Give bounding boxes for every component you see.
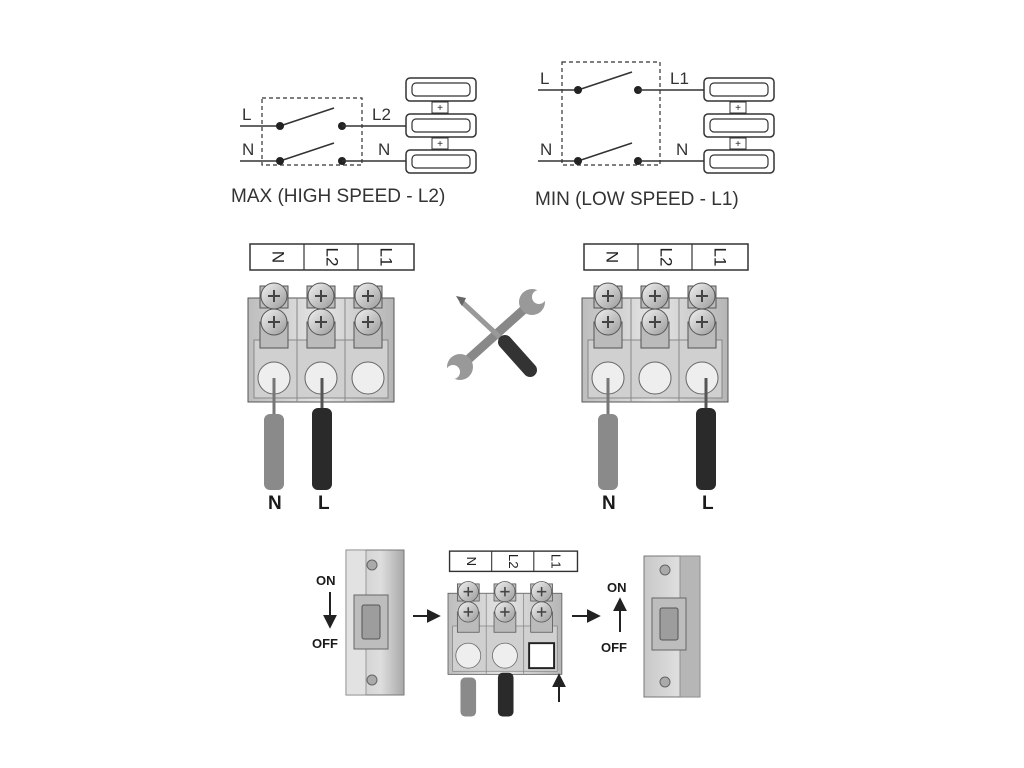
switch-contact bbox=[279, 107, 335, 127]
switch-pivot bbox=[276, 157, 284, 165]
terminal-block-icon: N L2 L1 bbox=[447, 550, 579, 717]
onoff-on: ON bbox=[607, 580, 627, 595]
wire-live bbox=[497, 672, 514, 717]
strip-label-n: N bbox=[269, 251, 288, 263]
plus-sign: + bbox=[437, 103, 443, 114]
switch-box bbox=[561, 61, 661, 166]
wire-label-n: N bbox=[602, 493, 616, 514]
terminal-stack: + + bbox=[405, 77, 477, 174]
wire-label-l: L bbox=[702, 493, 714, 514]
wire-neutral bbox=[264, 414, 284, 490]
strip-label-l2: L2 bbox=[506, 554, 521, 569]
label-n-out: N bbox=[676, 140, 688, 159]
wire-neutral bbox=[460, 677, 477, 717]
label-n: N bbox=[242, 140, 254, 159]
strip-label-n: N bbox=[603, 251, 622, 263]
label-n: N bbox=[540, 140, 552, 159]
label-l: L bbox=[540, 69, 549, 88]
switch-pivot bbox=[276, 122, 284, 130]
label-l1: L1 bbox=[670, 69, 689, 88]
tools-icon bbox=[446, 289, 546, 380]
strip-label-l2: L2 bbox=[323, 248, 342, 267]
circuit-breaker-icon bbox=[345, 549, 405, 696]
caption-max: MAX (HIGH SPEED - L2) bbox=[231, 186, 445, 207]
scheme-min: + + L N L1 N MIN (LOW SPEED - L1) bbox=[535, 61, 775, 210]
terminal-stack: + + bbox=[703, 77, 775, 174]
wire-live bbox=[312, 408, 332, 490]
scheme-max: + + L N L2 N MAX (HIGH SPEED - L2) bbox=[231, 77, 477, 207]
strip-label-n: N bbox=[464, 556, 479, 566]
label-l2: L2 bbox=[372, 105, 391, 124]
label-l: L bbox=[242, 105, 251, 124]
wire-neutral bbox=[598, 414, 618, 490]
strip-label-l1: L1 bbox=[377, 248, 396, 267]
wire-label-l: L bbox=[318, 493, 330, 514]
wire-live bbox=[696, 408, 716, 490]
plus-sign: + bbox=[735, 139, 741, 150]
plus-sign: + bbox=[437, 139, 443, 150]
onoff-on: ON bbox=[316, 573, 336, 588]
caption-min: MIN (LOW SPEED - L1) bbox=[535, 189, 739, 210]
terminal-block-icon: N L2 L1 bbox=[581, 243, 749, 490]
onoff-off: OFF bbox=[312, 636, 338, 651]
plus-sign: + bbox=[735, 103, 741, 114]
switch-box bbox=[261, 97, 363, 166]
label-n-out: N bbox=[378, 140, 390, 159]
strip-label-l1: L1 bbox=[711, 248, 730, 267]
strip-label-l2: L2 bbox=[657, 248, 676, 267]
terminal-block-icon: N L2 L1 bbox=[247, 243, 415, 490]
strip-label-l1: L1 bbox=[548, 554, 563, 569]
switch-contact bbox=[279, 142, 335, 162]
circuit-breaker-icon bbox=[643, 555, 701, 698]
onoff-off: OFF bbox=[601, 640, 627, 655]
wire-label-n: N bbox=[268, 493, 282, 514]
